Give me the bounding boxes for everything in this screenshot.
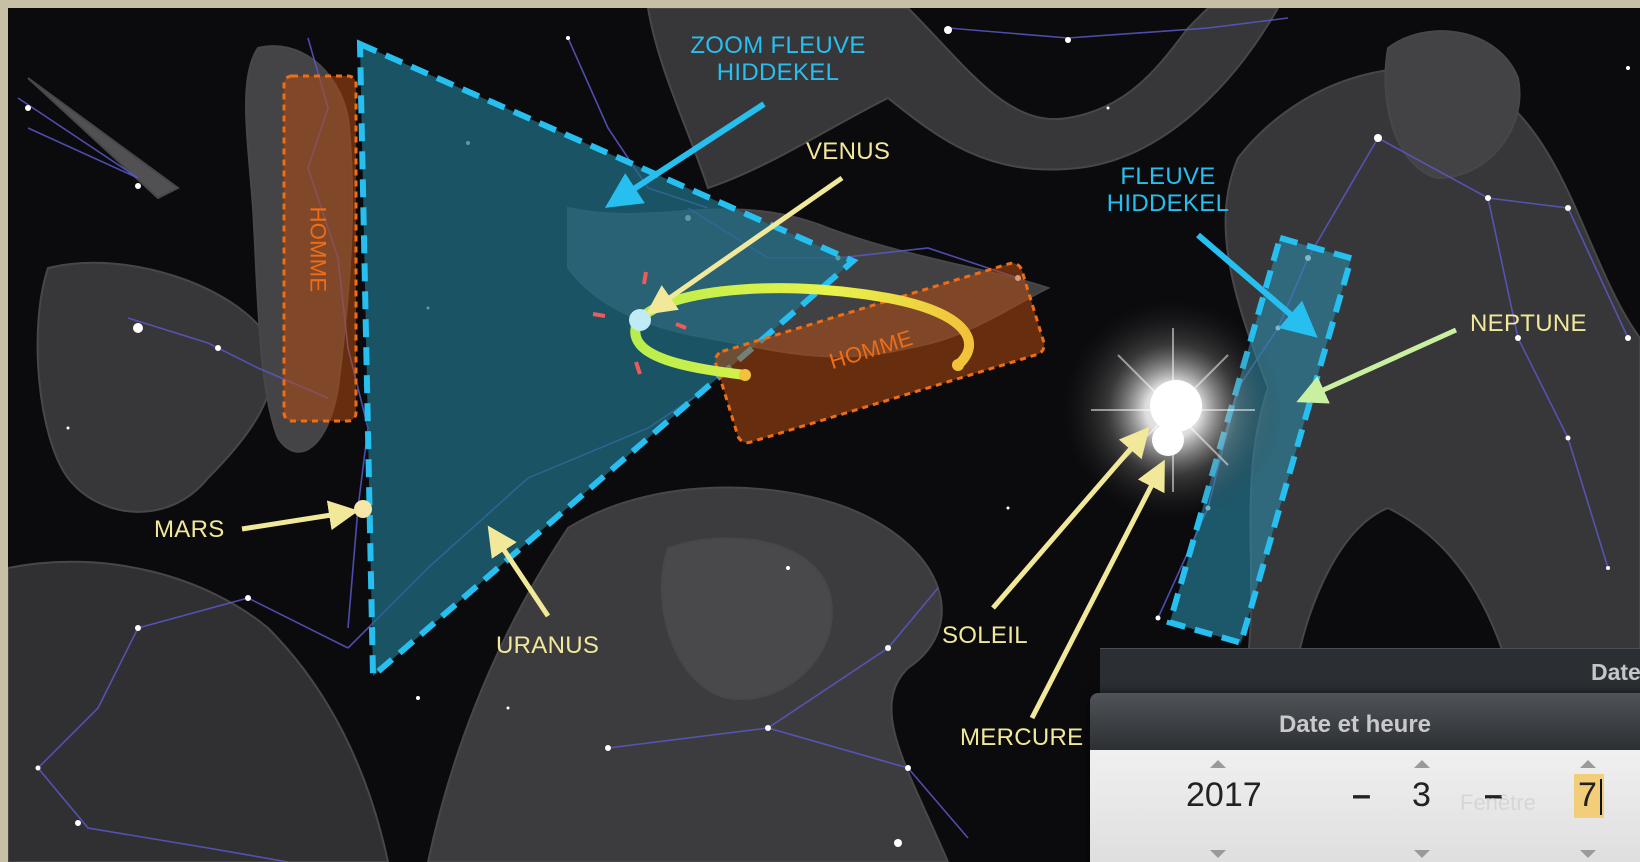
year-down-arrow-icon[interactable]	[1210, 850, 1226, 858]
yellow-arrows	[241, 175, 1165, 720]
zoom-fleuve-line2: HIDDEKEL	[716, 59, 840, 86]
month-field[interactable]: 3	[1412, 776, 1431, 814]
day-up-arrow-icon[interactable]	[1580, 760, 1596, 768]
fleuve-line2: HIDDEKEL	[1106, 190, 1230, 217]
soleil-label: SOLEIL	[942, 622, 1028, 649]
neptune-arrow	[1296, 327, 1458, 404]
homme-box-tilted	[713, 261, 1046, 445]
month-up-arrow-icon[interactable]	[1414, 760, 1430, 768]
day-field-highlight[interactable]	[1574, 774, 1604, 818]
day-down-arrow-icon[interactable]	[1580, 850, 1596, 858]
venus-marker-ticks	[592, 271, 687, 375]
mars-planet	[354, 500, 372, 518]
month-down-arrow-icon[interactable]	[1414, 850, 1430, 858]
year-up-arrow-icon[interactable]	[1210, 760, 1226, 768]
date-time-body: 2017 – 3 – Fenêtre 7	[1090, 750, 1640, 862]
fleuve-hiddekel-label: FLEUVE HIDDEKEL	[1098, 163, 1238, 217]
venus-path-arc	[630, 283, 974, 380]
date-window-back-title: Date e	[1590, 659, 1640, 685]
stellarium-view[interactable]: ZOOM FLEUVE HIDDEKEL VENUS FLEUVE HIDDEK…	[8, 8, 1640, 862]
fleuve-line1: FLEUVE	[1120, 163, 1216, 190]
uranus-zone	[356, 39, 859, 683]
day-field[interactable]: 7	[1578, 776, 1597, 814]
text-caret	[1600, 779, 1602, 815]
uranus-label: URANUS	[496, 632, 600, 659]
zoom-fleuve-label: ZOOM FLEUVE HIDDEKEL	[678, 32, 878, 86]
cyan-arrows	[604, 101, 1318, 338]
date-window-back: Date e	[1100, 648, 1640, 695]
sky-chart[interactable]	[8, 8, 1640, 862]
venus-label: VENUS	[806, 138, 891, 165]
neptune-label: NEPTUNE	[1470, 310, 1587, 337]
homme-label-vertical: HOMME	[305, 206, 331, 293]
year-field[interactable]: 2017	[1186, 776, 1262, 814]
date-separator-2: –	[1484, 776, 1503, 814]
venus-planet	[629, 309, 651, 331]
background-ghost-text: Fenêtre	[1460, 790, 1536, 815]
zoom-fleuve-line1: ZOOM FLEUVE	[690, 32, 866, 59]
date-separator-1: –	[1352, 776, 1371, 814]
constellation-art	[8, 8, 1640, 862]
date-time-window[interactable]: Date et heure 2017 – 3 – Fenêtre 7	[1090, 693, 1640, 862]
homme-box-vertical	[282, 74, 358, 423]
mars-label: MARS	[154, 516, 225, 543]
mercure-label: MERCURE	[960, 724, 1084, 751]
date-time-title: Date et heure	[1278, 711, 1432, 738]
